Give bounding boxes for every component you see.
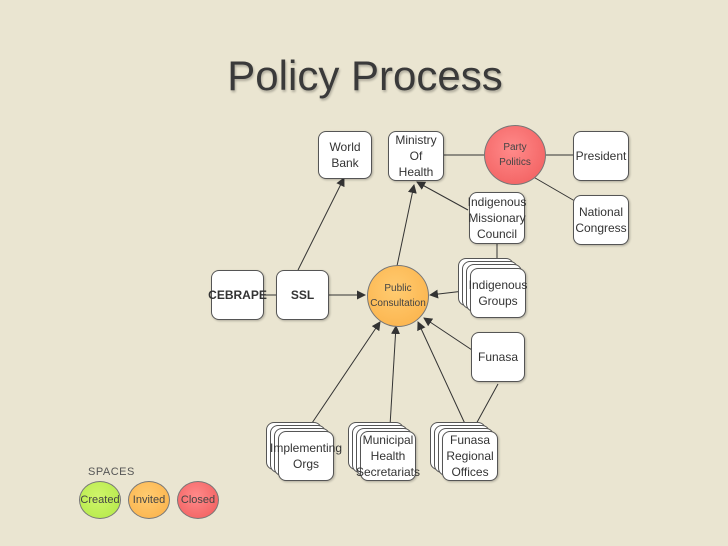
edge-implementing-consultation (309, 321, 381, 427)
edge-municipal-consultation (389, 325, 401, 427)
legend-invited: Invited (128, 481, 170, 519)
legend-closed: Closed (177, 481, 219, 519)
node-world-bank[interactable]: World Bank (318, 131, 372, 179)
node-indigenous-groups[interactable]: Indigenous Groups (469, 268, 527, 318)
node-party-politics[interactable]: Party Politics (484, 125, 546, 185)
node-ssl[interactable]: SSL (276, 270, 329, 320)
node-implementing-orgs[interactable]: Implementing Orgs (270, 431, 342, 481)
legend-label: SPACES (88, 466, 135, 478)
node-indigenous-missionary-council[interactable]: Indigenous Missionary Council (468, 192, 526, 244)
edge-funasa-consultation (423, 317, 473, 351)
node-national-congress[interactable]: National Congress (573, 195, 629, 245)
node-public-consultation[interactable]: Public Consultation (367, 265, 429, 327)
edge-regional-funasa (474, 383, 499, 427)
page-title: Policy Process (227, 52, 503, 99)
edge-council-ministry (416, 181, 469, 211)
node-president[interactable]: President (573, 131, 629, 181)
edge-party-congress (529, 174, 581, 205)
legend-created: Created (79, 481, 121, 519)
edge-regional-consultation (417, 321, 467, 427)
node-cebrape[interactable]: CEBRAPE (208, 270, 267, 320)
node-funasa[interactable]: Funasa (471, 332, 525, 382)
node-funasa-regional-offices[interactable]: Funasa Regional Offices (442, 431, 498, 481)
edge-consultation-ministry (396, 184, 417, 267)
node-ministry-of-health[interactable]: Ministry Of Health (388, 131, 444, 181)
edge-ssl-world-bank (297, 177, 345, 271)
node-municipal-health-secretariats[interactable]: Municipal Health Secretariats (355, 431, 421, 481)
